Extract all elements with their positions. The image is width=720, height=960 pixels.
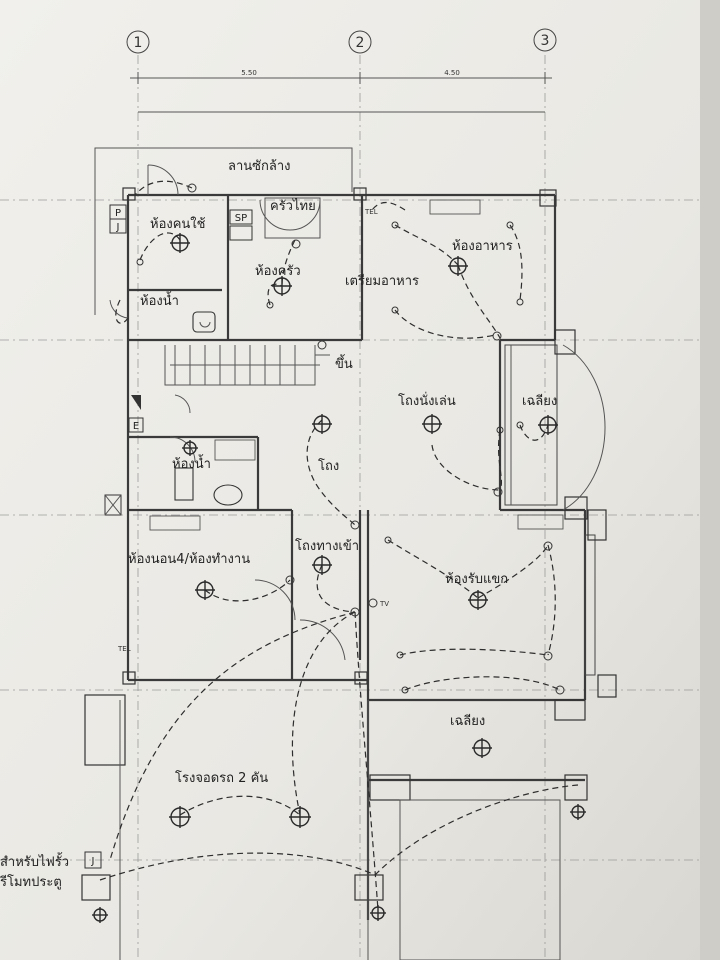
panel-j: J <box>109 218 127 234</box>
switch-icon <box>492 331 502 341</box>
label-up: ขึ้น <box>335 354 353 372</box>
room-hall: โถง <box>318 458 339 474</box>
meter-box <box>104 494 122 516</box>
switch-icon <box>187 183 197 193</box>
panel-e-label: E <box>133 421 139 432</box>
lamp-icon <box>92 907 108 923</box>
garage-outline <box>119 700 369 960</box>
room-garage: โรงจอดรถ 2 คัน <box>175 770 268 786</box>
room-dining: ห้องอาหาร <box>452 239 513 254</box>
panel-j2-label: J <box>91 856 95 867</box>
panel-e: E <box>128 395 144 433</box>
switches <box>187 183 565 695</box>
bathroom-fixtures <box>149 199 564 531</box>
note-remote-2: รีโมทประตู <box>0 874 62 890</box>
room-prep: เตรียมอาหาร <box>345 273 419 289</box>
tel-label-1: TEL <box>364 208 378 216</box>
lamp-icon <box>538 415 558 435</box>
room-guest: ห้องรับแขก <box>445 572 508 587</box>
tv-label: TV <box>379 600 389 608</box>
paper-edge <box>700 0 720 960</box>
lamp-icon <box>272 276 292 296</box>
room-labels: ลานซักล้าง ห้องคนใช้ ครัวไทย ห้องครัว เต… <box>0 159 557 890</box>
laundry-yard-outline <box>94 147 353 315</box>
staircase <box>164 345 330 386</box>
room-laundry: ลานซักล้าง <box>228 159 290 174</box>
sockets <box>136 221 524 694</box>
switch-icon <box>555 685 565 695</box>
lamp-icon <box>289 806 311 828</box>
room-entry-hall: โถงทางเข้า <box>295 538 359 554</box>
lamp-icon <box>182 440 198 456</box>
lamp-icon <box>468 590 488 610</box>
switch-icon <box>317 340 327 350</box>
grid-bubble-2: 2 <box>348 30 372 54</box>
room-toilet-1: ห้องน้ำ <box>140 291 179 309</box>
lamp-icon <box>170 233 190 253</box>
grid-label-2: 2 <box>356 35 365 51</box>
panel-j-label: J <box>116 222 120 233</box>
switch-icon <box>291 239 301 249</box>
room-thai-kitchen: ครัวไทย <box>270 198 316 214</box>
panel-sp: SP <box>229 209 253 241</box>
room-living: โถงนั่งเล่น <box>398 392 456 409</box>
paper-sheet <box>0 0 700 960</box>
room-bedroom4: ห้องนอน4/ห้องทำงาน <box>128 552 250 567</box>
lamp-icon <box>312 555 332 575</box>
door-swings <box>109 164 606 661</box>
panel-p-label: P <box>115 208 121 219</box>
dimension-2: 4.50 <box>444 69 460 77</box>
lamp-icon <box>570 804 586 820</box>
grid-bubble-3: 3 <box>533 28 557 52</box>
dimension-line: 5.50 4.50 <box>130 69 552 113</box>
tel-label-2: TEL <box>117 645 131 653</box>
grid-bubble-1: 1 <box>126 30 150 54</box>
room-terrace-2: เฉลียง <box>450 713 485 729</box>
grid-label-1: 1 <box>134 35 143 51</box>
switch-icon <box>493 487 503 497</box>
lamp-icon <box>472 738 492 758</box>
interior-walls <box>128 195 585 680</box>
room-toilet-2: ห้องน้ำ <box>172 454 211 472</box>
lamp-icon <box>169 806 191 828</box>
columns <box>81 187 617 901</box>
lamp-icon <box>422 414 442 434</box>
lamp-icon <box>195 580 215 600</box>
switch-icon <box>285 575 295 585</box>
lamp-icon <box>448 256 468 276</box>
switch-icon <box>350 520 360 530</box>
room-maid: ห้องคนใช้ <box>150 216 206 232</box>
switch-icon <box>543 541 553 551</box>
wiring <box>99 180 579 911</box>
room-terrace-1: เฉลียง <box>522 393 557 409</box>
panel-j2: J <box>84 851 102 869</box>
lamp-icon <box>312 414 332 434</box>
light-fixtures <box>92 233 586 923</box>
switch-icon <box>543 651 553 661</box>
switch-icon <box>350 607 360 617</box>
panel-sp-label: SP <box>235 213 247 224</box>
grid-label-3: 3 <box>541 33 550 49</box>
garage-door <box>399 799 561 960</box>
note-remote-1: สำหรับไฟรั้ว <box>0 852 69 870</box>
room-kitchen: ห้องครัว <box>255 264 301 279</box>
lamp-icon <box>370 905 386 921</box>
dimension-1: 5.50 <box>241 69 257 77</box>
